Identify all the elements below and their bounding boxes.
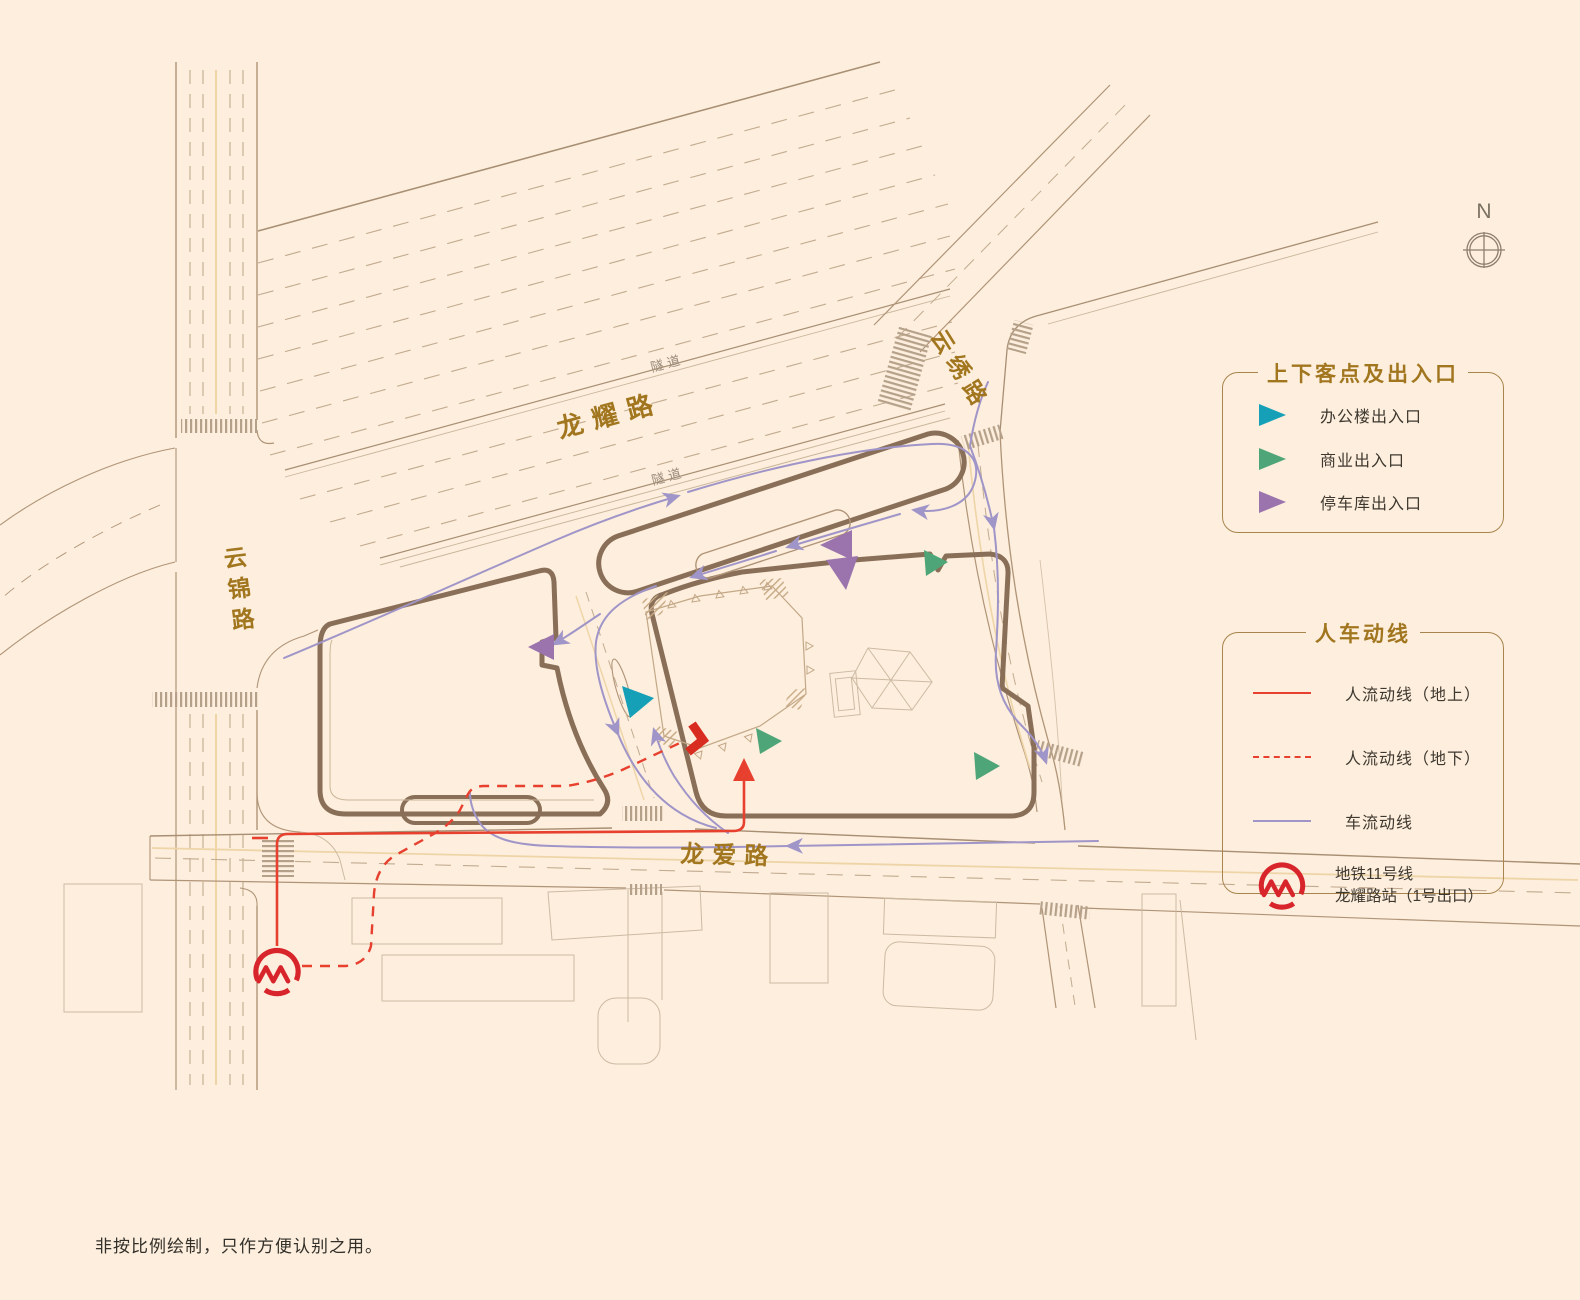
legend-item-parking-label: 停车库出入口 [1320,496,1423,513]
legend-item-metro-label: 地铁11号线 龙耀路站（1号出口） [1335,864,1483,907]
metro-line-label: 地铁11号线 [1335,866,1414,884]
legend-item-parking: 停车库出入口 [1259,490,1503,514]
legend-item-commercial: 商业出入口 [1259,447,1503,471]
legend-item-flow-underground-label: 人流动线（地下） [1345,751,1482,768]
road-label-yunjin: 云锦路 [219,544,257,640]
pedestrian-flow-underground [302,740,683,968]
legend-item-metro: 地铁11号线 龙耀路站（1号出口） [1253,859,1503,913]
office-entrance-icon [1259,404,1286,426]
vehicle-flow-lines [283,381,1099,854]
north-compass: N [1463,200,1505,268]
legend-entrances-box: 上下客点及出入口 办公楼出入口 商业出入口 停车库出入口 [1222,358,1504,533]
underground-flow-line-icon [1253,756,1311,758]
road-west-branch [0,447,177,656]
parking-entrance-marker [528,634,554,660]
legend-item-flow-vehicle: 车流动线 [1253,809,1503,833]
legend-item-flow-surface-label: 人流动线（地上） [1345,687,1482,704]
road-yunjin-north [175,62,258,438]
legend-item-flow-surface: 人流动线（地上） [1253,681,1503,705]
crosswalks [152,319,1091,920]
small-structure [829,670,861,718]
legend-item-office: 办公楼出入口 [1259,403,1503,427]
scale-disclaimer: 非按比例绘制，只作方便认别之用。 [95,1237,383,1256]
background-buildings [63,831,1197,1065]
legend-flows-title: 人车动线 [1306,618,1420,648]
pedestrian-arrow-chevron [685,721,710,756]
north-label: N [1476,200,1491,223]
road-yunjin-mid-south [175,572,301,1090]
road-label-longyao: 龙耀路 [554,387,666,444]
legend-item-flow-underground: 人流动线（地下） [1253,745,1503,769]
plot-west-outline [317,567,611,817]
metro-logo-icon [1255,859,1309,913]
parking-entrance-icon [1259,491,1286,513]
canopy-hexagon [851,647,933,711]
parking-entrance-marker [820,530,852,560]
metro-station-icon [256,950,298,993]
road-longyao-band [256,61,959,689]
road-yunxiu [873,84,1379,1009]
commercial-entrance-marker [924,550,948,576]
legend-item-office-label: 办公楼出入口 [1320,409,1423,426]
pedestrian-flow-surface [252,780,746,946]
road-label-longai: 龙爱路 [680,840,777,871]
surface-flow-line-icon [1253,692,1311,694]
metro-station-label: 龙耀路站（1号出口） [1335,888,1484,905]
tunnel-label-1: 隧道 [649,352,686,375]
commercial-entrance-marker [756,728,782,754]
pedestrian-arrow-up [733,758,755,781]
commercial-entrance-marker [974,752,1000,780]
tunnel-label-2: 隧道 [650,465,687,488]
legend-flows-box: 人车动线 人流动线（地上） 人流动线（地下） 车流动线 地铁11号线 龙耀 [1222,618,1504,894]
legend-entrances-title: 上下客点及出入口 [1258,358,1468,388]
legend-item-flow-vehicle-label: 车流动线 [1345,815,1414,832]
parking-entrance-marker [826,556,858,590]
road-labels: 龙耀路 云绣路 云锦路 龙爱路 隧道 隧道 [219,325,995,871]
road-label-yunxiu: 云绣路 [926,325,996,415]
vehicle-flow-line-icon [1253,820,1311,822]
commercial-entrance-icon [1259,447,1286,470]
legend-item-commercial-label: 商业出入口 [1320,452,1406,470]
road-longai [149,827,1580,927]
plot-east-outline [648,551,1037,819]
office-entrance-marker [622,686,654,718]
loop-inner-lines [329,509,851,801]
